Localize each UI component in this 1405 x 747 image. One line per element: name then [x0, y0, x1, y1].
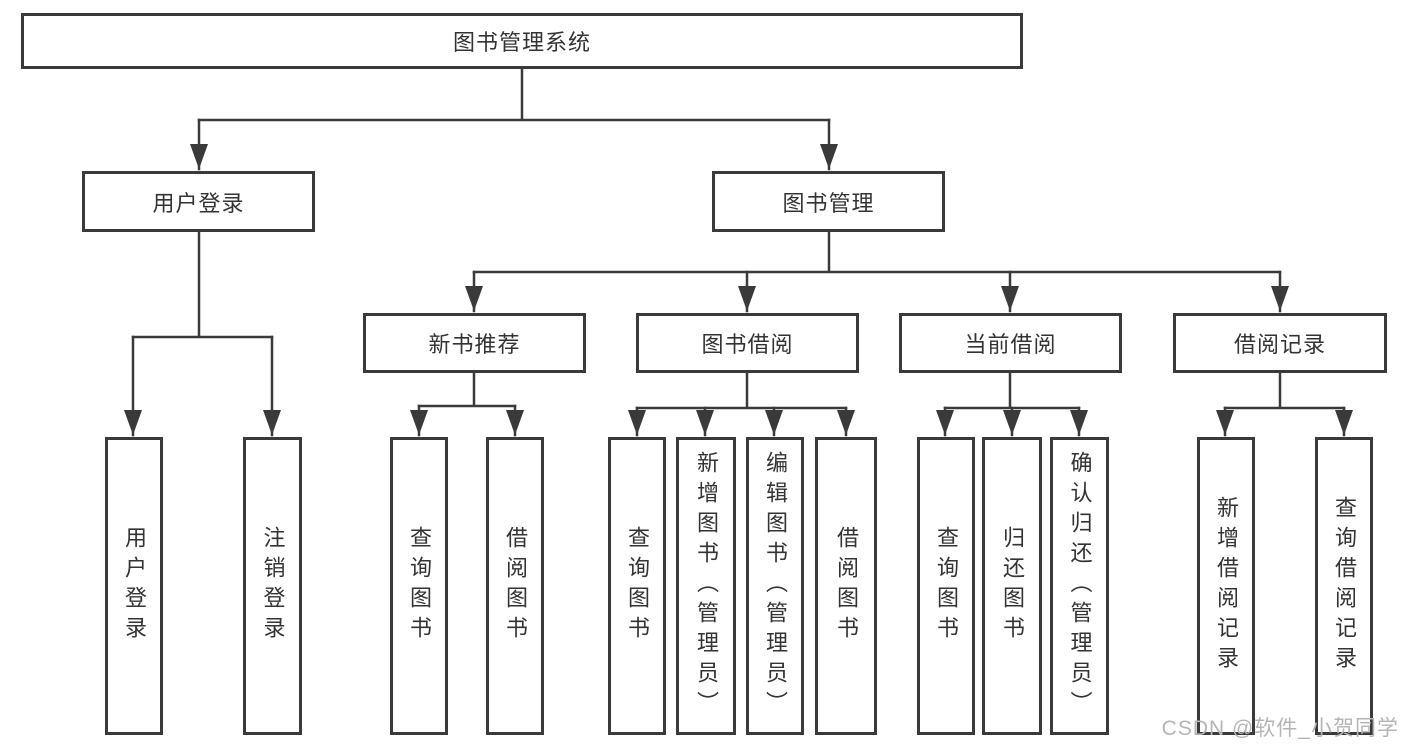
node-current-borrowing-label: 当前借阅	[964, 332, 1057, 357]
node-user-login-label: 用户登录	[152, 190, 245, 216]
node-root: 图书管理系统	[21, 13, 1023, 69]
leaf-logout: 注销登录	[243, 437, 302, 735]
leaf-edit-book-admin: 编辑图书（管理员）	[746, 437, 804, 735]
node-current-borrowing: 当前借阅	[899, 313, 1122, 373]
leaf-query-books-recommend-label: 查询图书	[407, 526, 432, 646]
node-borrow-records-label: 借阅记录	[1233, 332, 1326, 357]
leaf-query-books-borrowing-label: 查询图书	[625, 526, 650, 646]
node-book-management: 图书管理	[712, 171, 945, 232]
node-user-login: 用户登录	[82, 171, 315, 232]
leaf-add-book-admin-label: 新增图书（管理员）	[694, 451, 719, 721]
leaf-confirm-return-admin-label: 确认归还（管理员）	[1067, 451, 1093, 721]
csdn-watermark: CSDN @软件_小贺同学	[1161, 717, 1399, 740]
leaf-return-books-label: 归还图书	[1000, 526, 1025, 646]
node-borrow-records: 借阅记录	[1173, 313, 1387, 373]
leaf-borrow-books-recommend: 借阅图书	[486, 437, 544, 735]
leaf-borrow-books-recommend-label: 借阅图书	[503, 526, 528, 646]
leaf-add-borrow-record-label: 新增借阅记录	[1214, 496, 1239, 676]
leaf-user-login: 用户登录	[105, 437, 163, 735]
leaf-query-borrow-record-label: 查询借阅记录	[1332, 496, 1357, 676]
node-new-book-recommend: 新书推荐	[363, 313, 586, 373]
leaf-return-books: 归还图书	[982, 437, 1042, 735]
node-book-borrowing: 图书借阅	[636, 313, 859, 373]
node-new-book-recommend-label: 新书推荐	[428, 332, 521, 357]
node-book-borrowing-label: 图书借阅	[701, 332, 794, 357]
leaf-query-books-current-label: 查询图书	[934, 526, 959, 646]
leaf-add-book-admin: 新增图书（管理员）	[676, 437, 736, 735]
leaf-query-books-current: 查询图书	[917, 437, 975, 735]
node-root-label: 图书管理系统	[452, 30, 591, 55]
leaf-edit-book-admin-label: 编辑图书（管理员）	[763, 451, 788, 721]
leaf-logout-label: 注销登录	[260, 526, 286, 646]
leaf-user-login-label: 用户登录	[122, 526, 147, 646]
leaf-query-books-recommend: 查询图书	[390, 437, 448, 735]
leaf-borrow-books: 借阅图书	[815, 437, 877, 735]
leaf-borrow-books-label: 借阅图书	[834, 526, 859, 646]
leaf-confirm-return-admin: 确认归还（管理员）	[1050, 437, 1109, 735]
leaf-query-books-borrowing: 查询图书	[608, 437, 666, 735]
leaf-query-borrow-record: 查询借阅记录	[1315, 437, 1373, 735]
leaf-add-borrow-record: 新增借阅记录	[1197, 437, 1255, 735]
node-book-management-label: 图书管理	[782, 190, 875, 216]
